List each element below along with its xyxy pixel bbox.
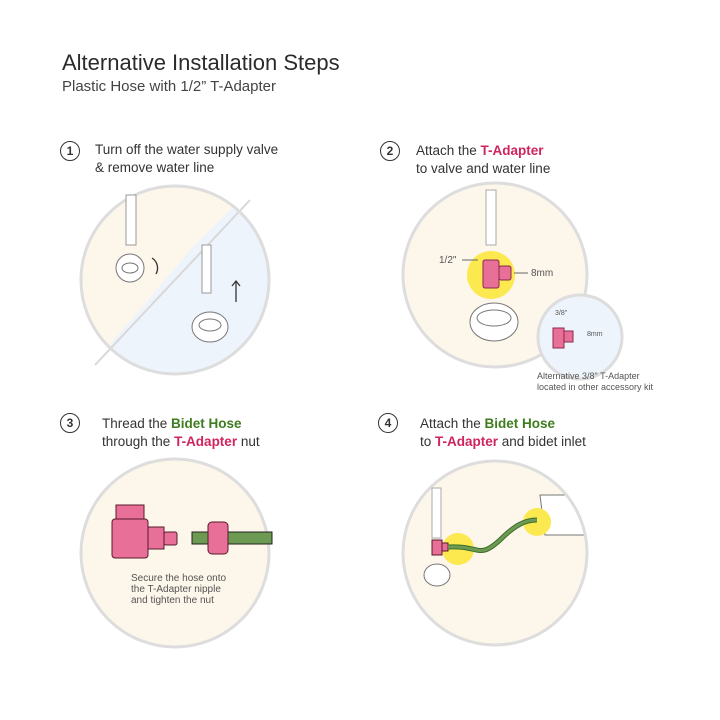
step4-illustration [401,459,589,647]
nut-icon [207,521,229,555]
step2-instructions: Attach the T-Adapter to valve and water … [416,142,550,178]
t-adapter-icon [482,259,500,289]
step-number-3: 3 [60,413,80,433]
step3-illustration [79,457,273,649]
inset-circle [536,293,624,381]
label-8mm: 8mm [531,268,554,279]
step3-line2-pre: through the [102,434,175,449]
label-half-inch: 1/2" [439,255,457,266]
inset-caption-line2: located in other accessory kit [537,382,654,392]
step2-line2: to valve and water line [416,161,551,176]
step1-illustration [79,184,271,376]
inset-caption-line1: Alternative 3/8" T-Adapter [537,371,640,381]
step3-instructions: Thread the Bidet Hose through the T-Adap… [102,415,260,451]
page-subtitle: Plastic Hose with 1/2” T-Adapter [62,78,276,95]
step4-instructions: Attach the Bidet Hose to T-Adapter and b… [420,415,586,451]
step1-line2: & remove water line [95,160,215,175]
step3-pre: Thread the [102,416,172,431]
step-number-1: 1 [60,141,80,161]
t-adapter-icon [111,518,149,559]
inset-label-8mm: 8mm [587,331,603,338]
bidet-hose-icon [191,531,273,545]
step1-instructions: Turn off the water supply valve & remove… [95,141,278,177]
step-number-2: 2 [380,141,400,161]
inset-label-3-8: 3/8" [555,310,568,317]
step4-line2-post: and bidet inlet [498,434,586,449]
step3-caption-line2: the T-Adapter nipple [131,584,221,595]
step4-pre: Attach the [420,416,485,431]
valve-icon [115,253,145,283]
step4-line2-pre: to [420,434,436,449]
step4-bidet-hose: Bidet Hose [484,416,556,431]
hose-icon [125,194,137,246]
step3-t-adapter: T-Adapter [174,434,238,449]
inset-caption: Alternative 3/8" T-Adapter located in ot… [537,371,653,393]
step2-illustration [401,181,624,381]
step3-caption-line1: Secure the hose onto [131,573,227,584]
step3-caption: Secure the hose onto the T-Adapter nippl… [131,573,226,606]
step3-line2-post: nut [237,434,260,449]
step4-t-adapter: T-Adapter [435,434,499,449]
step1-line1: Turn off the water supply valve [95,142,279,157]
page-title: Alternative Installation Steps [62,50,340,75]
step2-t-adapter: T-Adapter [480,143,544,158]
step2-pre: Attach the [416,143,481,158]
step-number-4: 4 [378,413,398,433]
step3-bidet-hose: Bidet Hose [171,416,242,431]
rotate-arrow-icon [151,257,159,275]
step3-caption-line3: and tighten the nut [131,595,214,606]
